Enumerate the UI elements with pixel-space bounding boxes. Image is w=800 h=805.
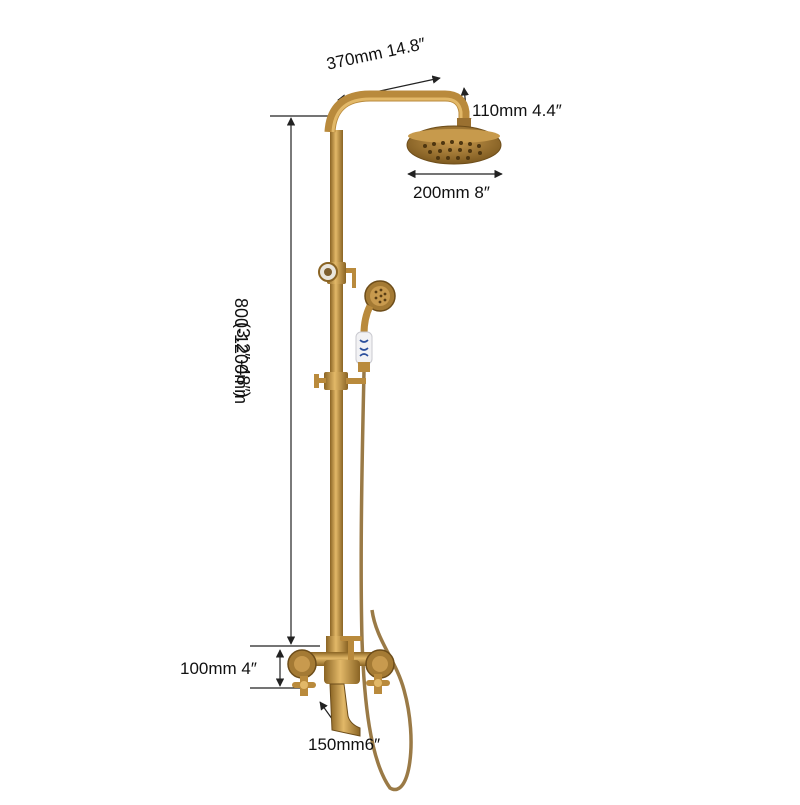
hand-shower — [355, 280, 396, 372]
shower-hose — [359, 371, 413, 792]
spout-length-label: 150mm6″ — [308, 735, 381, 754]
rail-height-in-label: (3.2″-48″) — [233, 322, 253, 398]
head-diameter-label: 200mm 8″ — [413, 183, 490, 202]
head-height-label: 110mm 4.4″ — [472, 101, 562, 120]
rain-shower-head — [406, 118, 502, 165]
valve-height-label: 100mm 4″ — [180, 659, 257, 678]
left-cross-handle — [292, 676, 316, 696]
right-cross-handle — [366, 674, 390, 694]
upper-slide-holder — [318, 262, 356, 288]
mixer-valve — [287, 636, 395, 737]
tub-spout — [329, 683, 361, 737]
diverter-knob — [340, 636, 362, 660]
overhead-arm — [324, 90, 470, 133]
lower-slide-holder — [314, 372, 366, 390]
dimension-lines — [250, 75, 503, 731]
